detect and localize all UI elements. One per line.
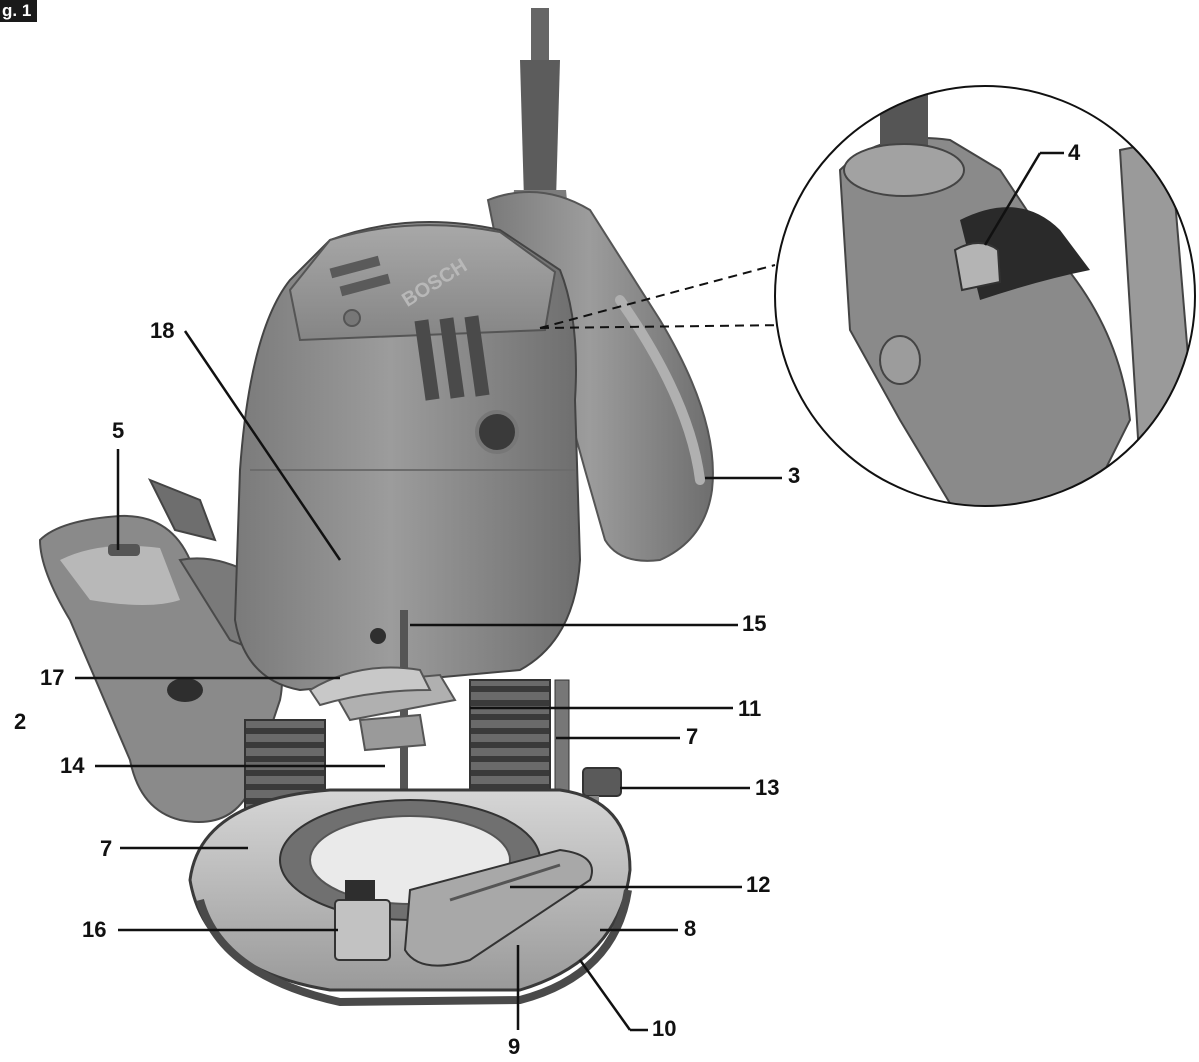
leader-lines: [75, 151, 1064, 1032]
callout-14: 14: [60, 753, 85, 778]
callout-10: 10: [652, 1016, 677, 1041]
callout-4: 4: [1068, 140, 1081, 165]
on-off-switch: [953, 242, 1002, 292]
motor-housing: BOSCH: [233, 221, 582, 692]
callout-5: 5: [112, 418, 125, 443]
callout-9: 9: [508, 1034, 521, 1059]
callout-12: 12: [746, 872, 771, 897]
callout-13: 13: [755, 775, 780, 800]
callout-18: 18: [150, 318, 175, 343]
callout-8: 8: [684, 916, 697, 941]
figure-tag: g. 1: [0, 0, 38, 22]
left-handle: [38, 478, 299, 823]
callout-11: 11: [738, 696, 762, 721]
callout-17: 17: [40, 665, 65, 690]
callout-15: 15: [742, 611, 767, 636]
zoom-detail: [774, 85, 1196, 507]
zoom-link-lines: [539, 264, 791, 329]
depth-stop: [308, 610, 457, 910]
callout-7-left: 7: [100, 836, 113, 861]
callout-2: 2: [14, 709, 27, 734]
base-plate: [188, 788, 632, 1007]
callout-16: 16: [82, 917, 107, 942]
callout-3: 3: [788, 463, 801, 488]
callout-7-right: 7: [686, 724, 699, 749]
